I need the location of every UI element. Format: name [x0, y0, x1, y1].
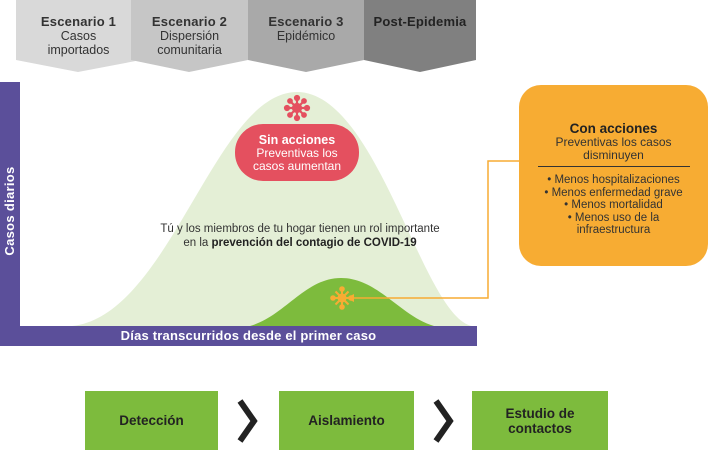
step-label: Estudio de contactos [505, 405, 575, 436]
scenario-tab-1: Escenario 1 Casos importados [16, 0, 141, 72]
prevention-message: Tú y los miembros de tu hogar tienen un … [130, 222, 470, 250]
benefit-item: • Menos uso de la infraestructura [567, 211, 660, 237]
large-epidemic-curve [72, 92, 472, 326]
benefits-list: • Menos hospitalizaciones • Menos enferm… [519, 174, 708, 237]
benefit-item: • Menos mortalidad [564, 199, 663, 211]
chevron-right-icon [237, 399, 258, 443]
no-action-badge: Sin acciones Preventivas los casos aumen… [235, 124, 359, 181]
step-label: Aislamiento [308, 413, 385, 428]
scenario-tab-2: Escenario 2 Dispersión comunitaria [131, 0, 248, 72]
divider [537, 166, 690, 167]
virus-icon [283, 94, 311, 122]
y-axis-label: Casos diarios [2, 166, 17, 256]
message-line-2-prefix: en la [183, 237, 212, 249]
step-deteccion: Detección [85, 391, 218, 450]
benefit-item: • Menos hospitalizaciones [547, 174, 680, 186]
tab-shape [16, 0, 141, 72]
chevron-right-icon [433, 399, 454, 443]
message-line-2: en la prevención del contagio de COVID-1… [130, 236, 470, 250]
tab-shape [131, 0, 248, 72]
step-aislamiento: Aislamiento [279, 391, 414, 450]
message-line-1: Tú y los miembros de tu hogar tienen un … [160, 223, 440, 235]
scenario-title: Post-Epidemia [373, 14, 467, 29]
no-action-subtitle: Preventivas los casos aumentan [252, 146, 342, 173]
scenario-subtitle: Epidémico [276, 29, 336, 43]
y-axis-bar [0, 82, 20, 346]
tab-shape [364, 0, 476, 72]
with-action-card: Con acciones Preventivas los casos dismi… [519, 85, 708, 266]
scenario-subtitle: Dispersión comunitaria [157, 29, 222, 57]
x-axis-label: Días transcurridos desde el primer caso [20, 326, 477, 346]
step-estudio-contactos: Estudio de contactos [472, 391, 608, 450]
connector-line [352, 160, 519, 299]
scenario-title: Escenario 2 [151, 14, 228, 29]
with-action-title: Con acciones [569, 121, 658, 136]
step-label: Detección [119, 413, 184, 428]
benefit-item: • Menos enfermedad grave [544, 186, 683, 199]
scenario-tab-3: Escenario 3 Epidémico [248, 0, 364, 72]
virus-icon [330, 286, 354, 310]
no-action-title: Sin acciones [258, 133, 336, 147]
scenario-title: Escenario 3 [268, 14, 344, 29]
scenario-title: Escenario 1 [40, 14, 117, 29]
scenario-subtitle: Casos importados [47, 29, 110, 57]
message-line-2-bold: prevención del contagio de COVID-19 [211, 237, 417, 249]
scenario-tab-4: Post-Epidemia [364, 0, 476, 72]
with-action-subtitle: Preventivas los casos disminuyen [555, 135, 672, 162]
tab-shape [248, 0, 364, 72]
